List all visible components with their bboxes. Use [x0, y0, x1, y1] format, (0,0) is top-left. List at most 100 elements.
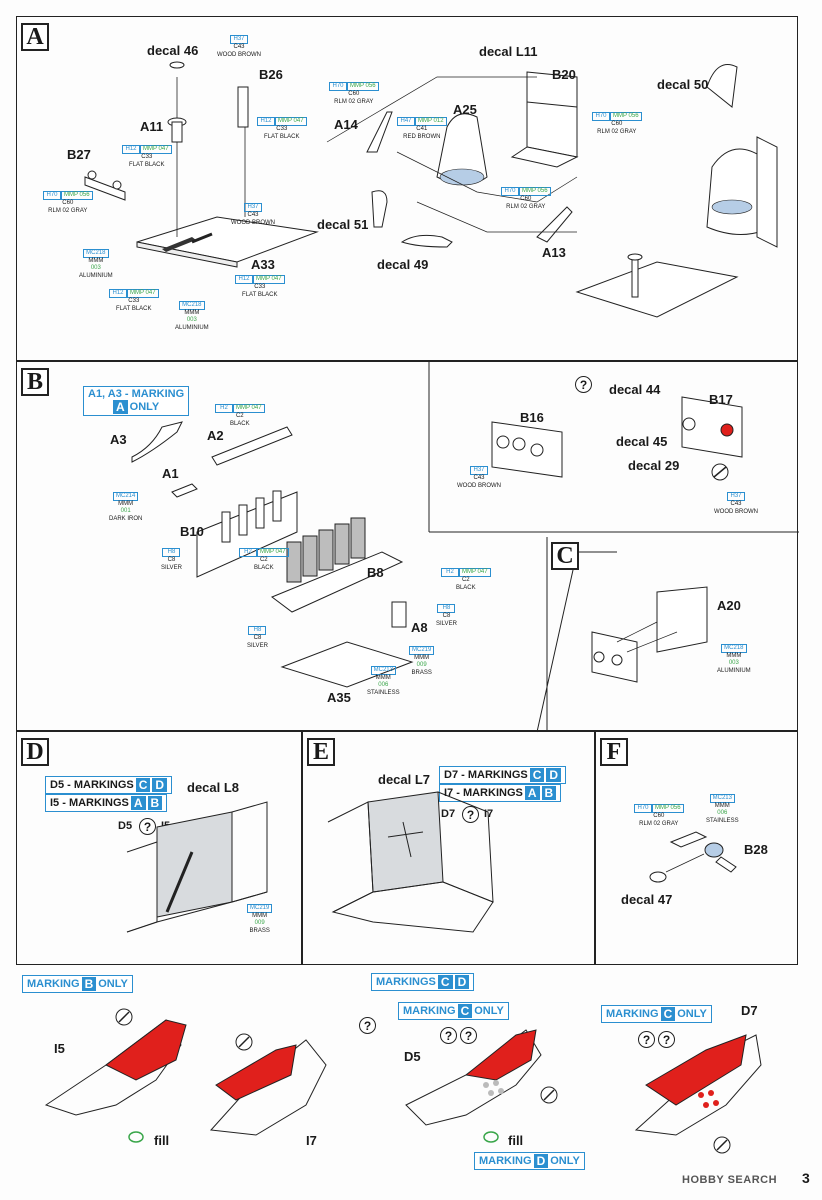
section-letter-d: D [21, 738, 49, 766]
label-b16: B16 [520, 410, 544, 425]
label-a11: A11 [140, 119, 164, 134]
paint-callout: H8 C8 SILVER [436, 604, 457, 627]
question-icon: ? [460, 1027, 477, 1044]
label-b20: B20 [552, 67, 576, 82]
label-b17: B17 [709, 392, 733, 407]
question-icon: ? [139, 818, 156, 835]
panel-c-drawing [591, 586, 708, 683]
label-i7: I7 [306, 1133, 317, 1148]
section-letter-b: B [21, 368, 49, 396]
label-a33: A33 [251, 257, 275, 272]
paint-callout: H37 C43 WOOD BROWN [457, 466, 501, 489]
label-decal-l8: decal L8 [187, 780, 240, 795]
paint-callout: H37 C43 WOOD BROWN [714, 492, 758, 515]
label-b28: B28 [744, 842, 768, 857]
label-d7: D7 [741, 1003, 758, 1018]
label-b10: B10 [180, 524, 204, 539]
paint-callout: MC213 MMM 006 STAINLESS [367, 666, 400, 696]
paint-callout: MC219 MMM 009 BRASS [247, 904, 273, 935]
label-b27: B27 [67, 147, 91, 162]
label-d5: D5 [118, 820, 133, 832]
paint-callout: MC219 MMM 009 BRASS [409, 646, 435, 677]
label-a25: A25 [453, 102, 477, 117]
label-a3: A3 [110, 432, 127, 447]
question-icon: ? [575, 376, 592, 393]
section-letter-c: C [551, 542, 579, 570]
question-icon: ? [359, 1017, 376, 1034]
panel-d-drawing [126, 801, 268, 933]
label-decal-49: decal 49 [377, 257, 429, 272]
label-b8: B8 [367, 565, 384, 580]
label-a35: A35 [327, 690, 351, 705]
question-icon: ? [440, 1027, 457, 1044]
label-a20: A20 [717, 598, 741, 613]
bottom-drawing [44, 1008, 762, 1154]
paint-callout: MC213 MMM 006 STAINLESS [706, 794, 739, 824]
label-i5: I5 [54, 1041, 65, 1056]
panel-a: A [16, 16, 798, 361]
label-a13: A13 [542, 245, 566, 260]
question-icon: ? [462, 806, 479, 823]
panel-e-drawing [327, 791, 494, 933]
label-decal-46: decal 46 [147, 43, 199, 58]
label-a1: A1 [162, 466, 179, 481]
label-fill: fill [154, 1133, 170, 1148]
label-decal-47: decal 47 [621, 892, 673, 907]
label-decal-44: decal 44 [609, 382, 661, 397]
label-decal-45: decal 45 [616, 434, 668, 449]
question-icon: ? [658, 1031, 675, 1048]
paint-callout: MC218 MMM 003 ALUMINIUM [79, 249, 113, 279]
paint-callout: H8 C8 SILVER [161, 548, 182, 571]
paint-callout: H37 C43 WOOD BROWN [231, 203, 275, 226]
section-letter-e: E [307, 738, 335, 766]
label-b26: B26 [259, 67, 283, 82]
label-decal-51: decal 51 [317, 217, 369, 232]
watermark: HOBBY SEARCH [682, 1174, 778, 1186]
section-letter-a: A [21, 23, 49, 51]
panel-a-drawing [84, 61, 778, 318]
paint-callout: H37 C43 WOOD BROWN [217, 35, 261, 58]
paint-callout: MC214 MMM 001 DARK IRON [109, 492, 143, 522]
label-a14: A14 [334, 117, 358, 132]
label-d5: D5 [404, 1049, 421, 1064]
label-decal-29: decal 29 [628, 458, 680, 473]
label-a8: A8 [411, 620, 428, 635]
label-fill: fill [508, 1133, 524, 1148]
section-letter-f: F [600, 738, 628, 766]
question-icon: ? [638, 1031, 655, 1048]
panel-f-drawing [649, 831, 737, 883]
label-decal-l7: decal L7 [378, 772, 431, 787]
panel-b-drawing [131, 362, 799, 733]
label-decal-l11: decal L11 [479, 44, 538, 59]
label-decal-50: decal 50 [657, 77, 709, 92]
page-number: 3 [802, 1170, 810, 1186]
paint-callout: H8 C8 SILVER [247, 626, 268, 649]
label-a2: A2 [207, 428, 224, 443]
